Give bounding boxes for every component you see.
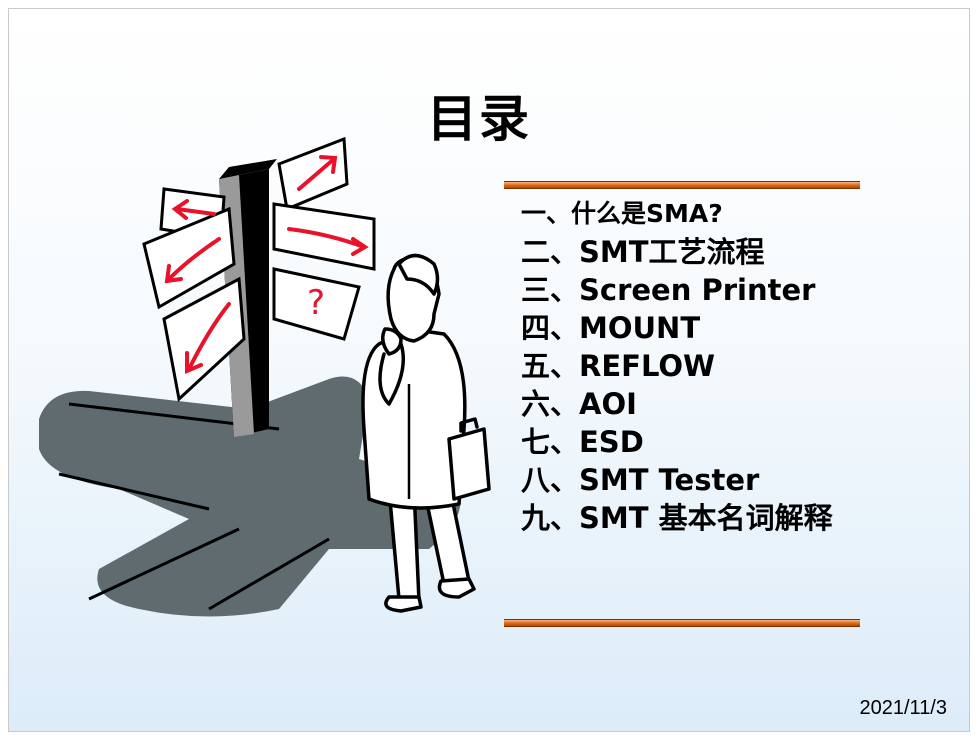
slide-date: 2021/11/3 [859, 697, 948, 719]
toc-item-2: 二、SMT工艺流程 [521, 235, 765, 269]
table-of-contents: 一、什么是SMA? 二、SMT工艺流程 三、Screen Printer 四、M… [521, 195, 833, 537]
toc-item-6: 六、AOI [521, 387, 637, 421]
slide-title: 目录 [427, 90, 531, 148]
slide: ? 目录 一、什么是SMA? 二、SMT工艺流程 三、 [8, 8, 970, 732]
sign-question-mark: ? [307, 283, 325, 323]
toc-item-3: 三、Screen Printer [521, 273, 816, 307]
signpost-person-icon: ? [39, 136, 491, 617]
toc-item-7: 七、ESD [521, 425, 644, 459]
toc-item-1: 一、什么是SMA? [521, 199, 723, 228]
toc-item-8: 八、SMT Tester [521, 463, 760, 497]
toc-item-9: 九、SMT 基本名词解释 [521, 501, 833, 535]
toc-item-4: 四、MOUNT [521, 311, 701, 345]
toc-item-5: 五、REFLOW [521, 349, 716, 383]
divider-top [504, 181, 860, 189]
divider-bottom [504, 619, 860, 627]
